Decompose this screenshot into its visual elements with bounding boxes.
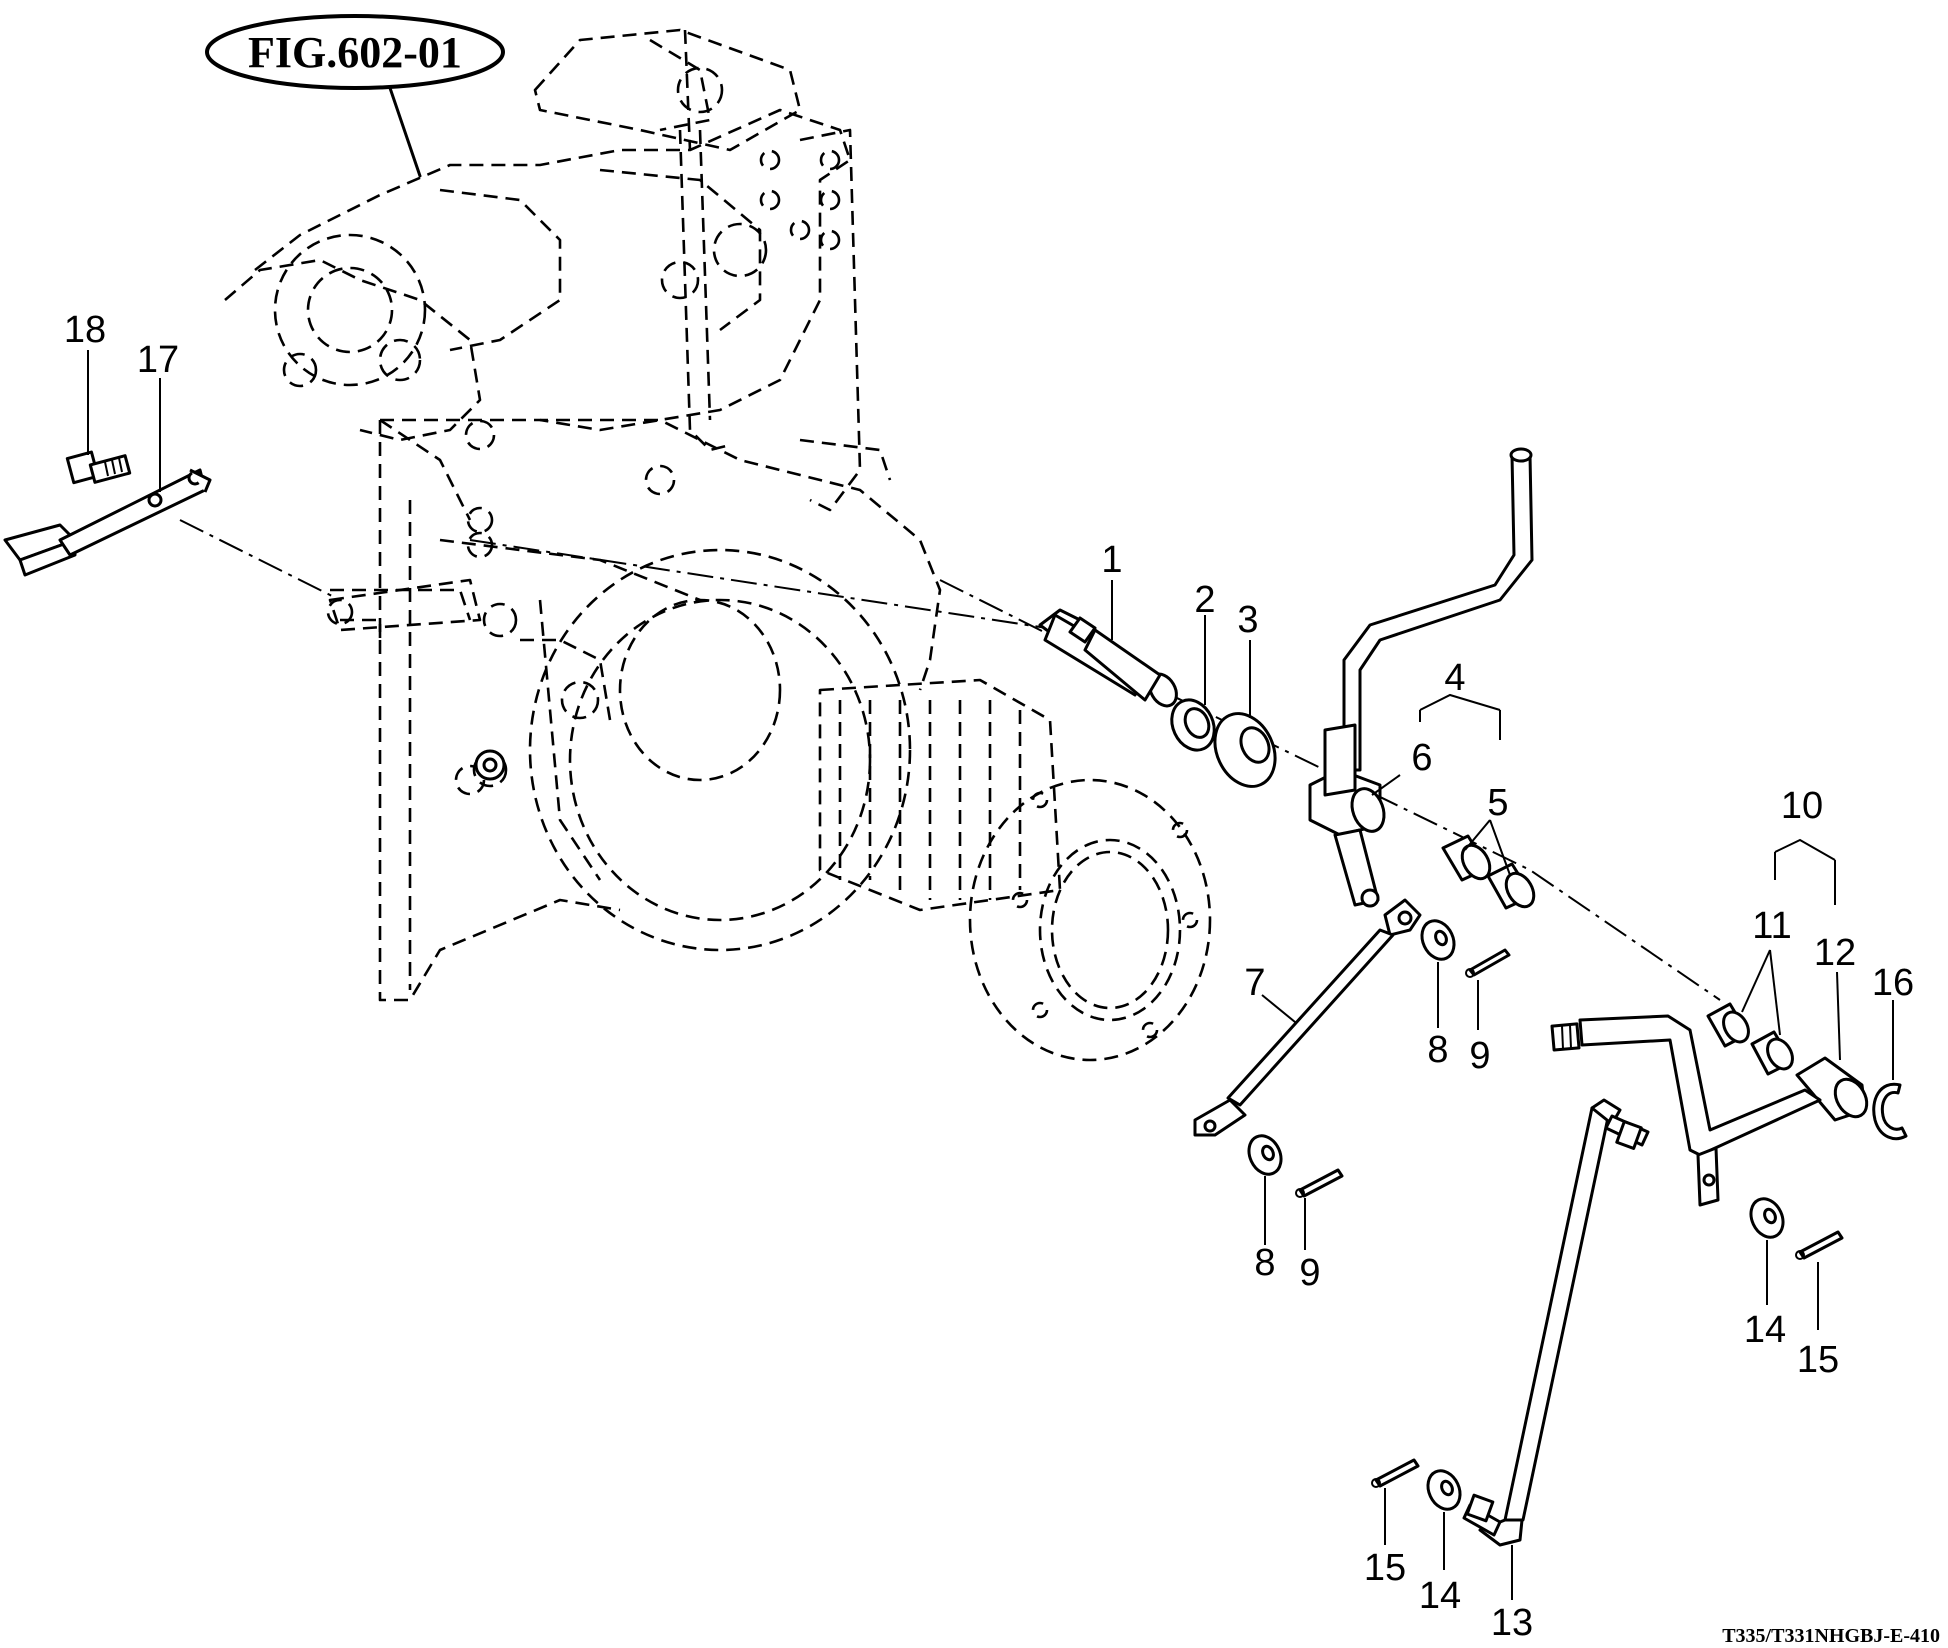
callout-15-lower: 15 xyxy=(1364,1547,1406,1589)
callout-7: 7 xyxy=(1244,962,1265,1004)
part-7-rod[interactable] xyxy=(1193,898,1422,1137)
part-12-cross-shaft-lever[interactable] xyxy=(1550,1014,1873,1207)
callout-14-upper: 14 xyxy=(1744,1309,1786,1351)
part-2-spring-washer[interactable] xyxy=(1164,693,1222,757)
part-14-washer-lower[interactable] xyxy=(1422,1466,1466,1515)
callout-17: 17 xyxy=(137,339,179,381)
part-9-cotter-pin-lower[interactable] xyxy=(1295,1168,1344,1198)
callout-2: 2 xyxy=(1194,579,1215,621)
part-9-cotter-pin-upper[interactable] xyxy=(1465,948,1511,978)
callout-9-upper: 9 xyxy=(1469,1035,1490,1077)
callout-8-upper: 8 xyxy=(1427,1029,1448,1071)
callout-1: 1 xyxy=(1101,539,1122,581)
callout-13: 13 xyxy=(1491,1602,1533,1644)
callout-labels: 1 2 3 4 5 6 7 8 9 8 9 10 11 12 16 14 15 … xyxy=(64,309,1914,1644)
part-16-snap-ring[interactable] xyxy=(1872,1082,1908,1141)
callout-16: 16 xyxy=(1872,962,1914,1004)
part-15-cotter-pin-lower[interactable] xyxy=(1371,1458,1420,1488)
transmission-housing-phantom xyxy=(224,28,1212,1062)
callout-9-lower: 9 xyxy=(1299,1252,1320,1294)
drawing-code: T335/T331NHGBJ-E-410 xyxy=(1722,1625,1940,1647)
callout-6: 6 xyxy=(1411,737,1432,779)
housing-bolt xyxy=(474,749,506,781)
callout-14-lower: 14 xyxy=(1419,1575,1461,1617)
callout-11: 11 xyxy=(1752,905,1791,947)
part-18-bolt[interactable] xyxy=(65,450,132,485)
part-8-washer-lower[interactable] xyxy=(1243,1131,1287,1180)
callout-15-upper: 15 xyxy=(1797,1339,1839,1381)
callout-8-lower: 8 xyxy=(1254,1242,1275,1284)
callout-5: 5 xyxy=(1487,782,1508,824)
callout-3: 3 xyxy=(1237,599,1258,641)
part-15-cotter-pin-upper[interactable] xyxy=(1795,1230,1844,1260)
part-13-rod[interactable] xyxy=(1462,1098,1650,1547)
figure-reference[interactable]: FIG.602-01 xyxy=(205,14,505,178)
callout-10: 10 xyxy=(1781,785,1823,827)
part-6-lever[interactable] xyxy=(1308,447,1534,908)
part-5-bushings[interactable] xyxy=(1441,834,1539,912)
part-8-washer-upper[interactable] xyxy=(1416,916,1460,965)
callout-12: 12 xyxy=(1814,932,1856,974)
callout-18: 18 xyxy=(64,309,106,351)
callout-4: 4 xyxy=(1444,657,1465,699)
leader-lines xyxy=(87,350,1894,1600)
part-17-pedal[interactable] xyxy=(3,468,212,577)
part-11-bushings[interactable] xyxy=(1706,1002,1798,1076)
figure-reference-label: FIG.602-01 xyxy=(248,28,462,77)
part-1-shaft[interactable] xyxy=(1038,608,1182,711)
part-14-washer-upper[interactable] xyxy=(1745,1194,1789,1243)
part-3-washer[interactable] xyxy=(1204,704,1287,797)
pedal-shaft-mount xyxy=(326,578,482,632)
